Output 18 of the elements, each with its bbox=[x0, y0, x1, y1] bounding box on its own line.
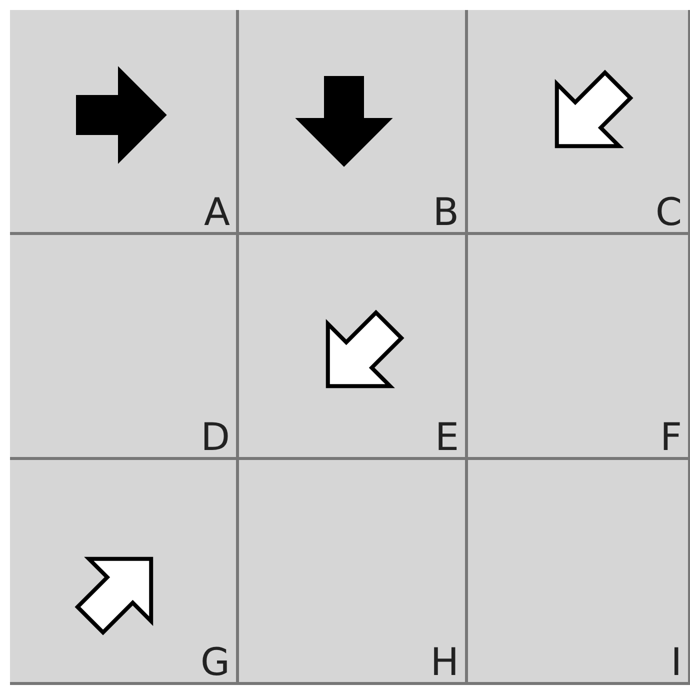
grid-cell bbox=[239, 235, 465, 457]
cell-letter: I bbox=[670, 642, 682, 682]
cell-letter: E bbox=[434, 417, 459, 457]
grid-cell bbox=[239, 10, 465, 232]
grid-cell bbox=[468, 10, 688, 232]
cell-letter: B bbox=[432, 192, 459, 232]
grid-cell bbox=[239, 460, 465, 682]
cell-letter: H bbox=[430, 642, 459, 682]
cell-letter: D bbox=[200, 417, 230, 457]
grid-cell bbox=[10, 10, 236, 232]
cell-letter: A bbox=[204, 192, 230, 232]
grid-cell bbox=[468, 460, 688, 682]
grid-cell bbox=[468, 235, 688, 457]
cell-letter: F bbox=[660, 417, 682, 457]
grid-cell bbox=[10, 460, 236, 682]
cell-letter: C bbox=[655, 192, 682, 232]
grid-cell bbox=[10, 235, 236, 457]
cell-letter: G bbox=[200, 642, 230, 682]
